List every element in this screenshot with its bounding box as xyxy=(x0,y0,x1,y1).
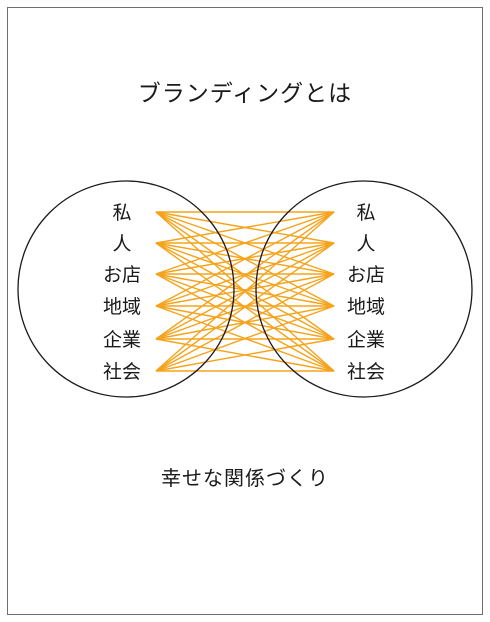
left-item-label: 地域 xyxy=(103,296,141,318)
left-item-label: 社会 xyxy=(103,361,141,383)
connector-line xyxy=(155,211,335,372)
right-item-label: お店 xyxy=(347,264,385,286)
connector-line xyxy=(155,273,335,307)
connector-line xyxy=(155,242,335,372)
connector-line xyxy=(155,338,335,372)
right-item-label: 社会 xyxy=(347,361,385,383)
connector-line xyxy=(155,211,335,340)
connector-line xyxy=(155,242,335,307)
connector-line xyxy=(155,211,335,244)
left-item-label: 人 xyxy=(112,233,131,255)
connector-line xyxy=(155,273,335,372)
right-circle xyxy=(255,180,473,398)
right-item-label: 企業 xyxy=(347,329,385,351)
left-item-label: お店 xyxy=(103,264,141,286)
left-item-label: 私 xyxy=(112,202,131,224)
connector-lines xyxy=(155,211,335,372)
left-circle xyxy=(17,180,235,398)
right-item-label: 私 xyxy=(356,202,375,224)
left-item-label: 企業 xyxy=(103,329,141,351)
caption: 幸せな関係づくり xyxy=(161,466,329,490)
right-item-label: 地域 xyxy=(347,296,385,318)
page-title: ブランディングとは xyxy=(137,81,353,107)
page-frame xyxy=(7,7,483,615)
right-item-label: 人 xyxy=(356,233,375,255)
connector-line xyxy=(155,211,335,275)
connector-line xyxy=(155,211,335,307)
connector-line xyxy=(155,305,335,372)
